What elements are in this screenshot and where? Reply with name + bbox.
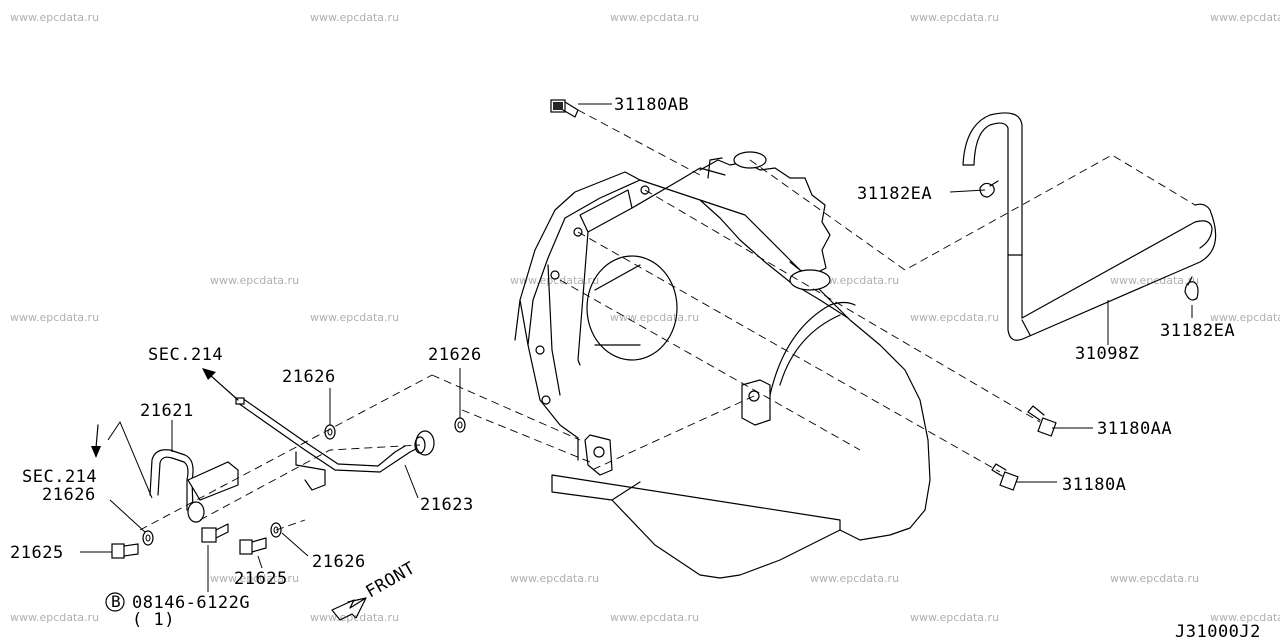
watermark: www.epcdata.ru (310, 11, 399, 24)
watermark: www.epcdata.ru (810, 572, 899, 585)
label-31182ea-top: 31182EA (857, 184, 932, 204)
dashed-guides (139, 109, 1196, 531)
front-arrow (331, 597, 367, 621)
label-bolt-qty: ( 1) (132, 610, 175, 630)
label-31180a: 31180A (1062, 475, 1126, 495)
washer-21626-a (324, 424, 336, 440)
label-31180ab: 31180AB (614, 95, 689, 115)
label-21625-b: 21625 (234, 569, 288, 589)
label-21623: 21623 (420, 495, 474, 515)
bolt-marker-letter: B (111, 592, 121, 611)
watermark: www.epcdata.ru (610, 11, 699, 24)
sec214-arrow-left (91, 424, 101, 458)
watermark: www.epcdata.ru (510, 572, 599, 585)
bolt-31180AA (1027, 405, 1057, 437)
watermark: www.epcdata.ru (910, 311, 999, 324)
hose-clip-right (1184, 276, 1199, 301)
label-21625-a: 21625 (10, 543, 64, 563)
sec214-arrow-top (202, 368, 239, 401)
label-31180aa: 31180AA (1097, 419, 1172, 439)
label-front: FRONT (363, 558, 419, 602)
watermark: www.epcdata.ru (610, 311, 699, 324)
bolt-31180A (991, 463, 1019, 491)
label-21626-d: 21626 (312, 552, 366, 572)
breather-hose (962, 112, 1217, 341)
bolt-21625-b (239, 537, 267, 555)
label-sec214-top: SEC.214 (148, 345, 223, 365)
bolt-08146 (201, 523, 229, 543)
watermark-layer: www.epcdata.ru www.epcdata.ru www.epcdat… (10, 11, 1280, 624)
transmission-assembly (514, 151, 931, 579)
label-31098z: 31098Z (1075, 344, 1139, 364)
bolt-21625-a (111, 543, 139, 559)
dipstick-tube (235, 397, 435, 491)
diagram-code: J31000J2 (1175, 622, 1261, 640)
label-21626-a: 21626 (282, 367, 336, 387)
bolt-marker (105, 592, 125, 612)
label-21626-b: 21626 (428, 345, 482, 365)
watermark: www.epcdata.ru (10, 11, 99, 24)
label-sec214-left: SEC.214 (22, 467, 97, 487)
watermark: www.epcdata.ru (310, 611, 399, 624)
leader-lines (80, 103, 1193, 592)
watermark: www.epcdata.ru (210, 572, 299, 585)
watermark: www.epcdata.ru (810, 274, 899, 287)
watermark: www.epcdata.ru (510, 274, 599, 287)
watermark: www.epcdata.ru (10, 311, 99, 324)
watermark: www.epcdata.ru (1210, 611, 1280, 624)
label-21621: 21621 (140, 401, 194, 421)
label-31182ea-right: 31182EA (1160, 321, 1235, 341)
watermark: www.epcdata.ru (1210, 311, 1280, 324)
label-08146-6122g: 08146-6122G (132, 593, 250, 613)
label-21626-c: 21626 (42, 485, 96, 505)
watermark: www.epcdata.ru (10, 611, 99, 624)
washer-21626-b (454, 417, 466, 433)
watermark: www.epcdata.ru (210, 274, 299, 287)
hose-clip-top (979, 180, 999, 198)
watermark: www.epcdata.ru (310, 311, 399, 324)
washer-21626-c (142, 530, 154, 546)
watermark: www.epcdata.ru (1110, 572, 1199, 585)
watermark: www.epcdata.ru (1210, 11, 1280, 24)
watermark: www.epcdata.ru (910, 11, 999, 24)
watermark: www.epcdata.ru (1110, 274, 1199, 287)
bolt-31180AB (550, 99, 579, 118)
watermark: www.epcdata.ru (910, 611, 999, 624)
watermark: www.epcdata.ru (610, 611, 699, 624)
dipstick-21621 (149, 449, 239, 523)
